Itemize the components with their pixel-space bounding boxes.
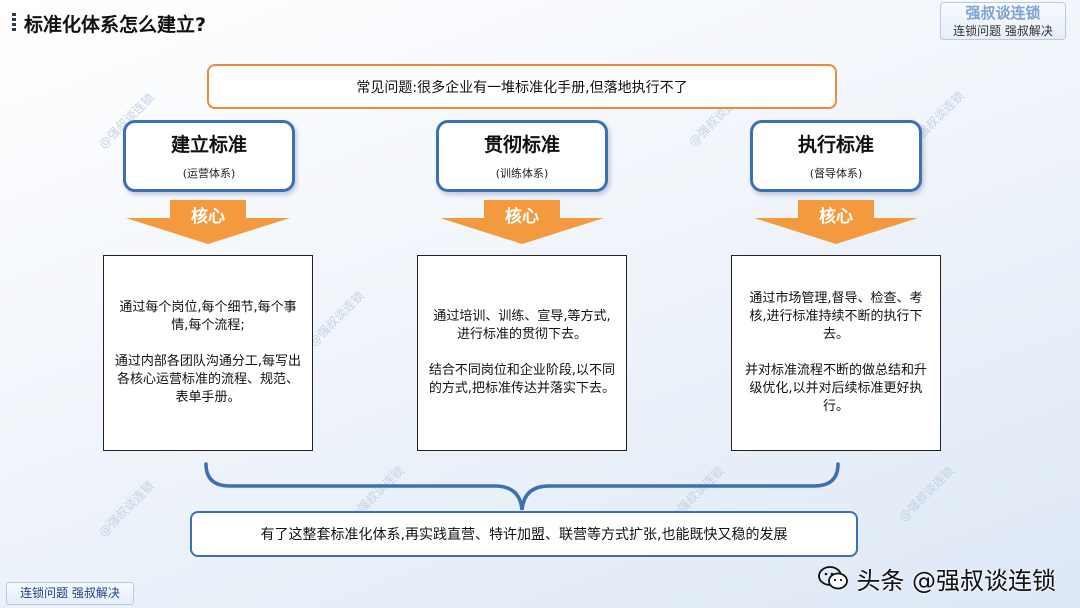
- account-watermark: 头条 @强叔谈连锁: [818, 554, 1056, 602]
- watermark-text: @强叔谈连锁: [895, 463, 957, 525]
- brand-badge: 强叔谈连锁 连锁问题 强叔解决: [940, 2, 1066, 40]
- content-paragraph: 通过内部各团队沟通分工,每写出各核心运营标准的流程、规范、表单手册。: [114, 354, 302, 405]
- brace-connector: [204, 462, 840, 511]
- content-paragraph: 通过市场管理,督导、检查、考核,进行标准持续不断的执行下去。: [749, 291, 923, 342]
- content-box-execute: 通过市场管理,督导、检查、考核,进行标准持续不断的执行下去。 并对标准流程不断的…: [731, 255, 941, 451]
- watermark-text: @强叔谈连锁: [95, 478, 157, 540]
- account-text: 头条 @强叔谈连锁: [856, 566, 1056, 595]
- pillar-title: 执行标准: [797, 134, 874, 156]
- content-paragraph: 并对标准流程不断的做总结和升级优化,以并对后续标准更好执行。: [744, 363, 927, 414]
- wechat-icon: [818, 566, 849, 590]
- content-box-establish: 通过每个岗位,每个细节,每个事情,每个流程; 通过内部各团队沟通分工,每写出各核…: [103, 255, 313, 451]
- core-arrow: 核心: [440, 200, 604, 244]
- down-arrow-icon: [440, 200, 604, 244]
- conclusion-box: 有了这整套标准化体系,再实践直营、特许加盟、联营等方式扩张,也能既快又稳的发展: [190, 511, 858, 557]
- pillar-box-establish: 建立标准 (运营体系): [123, 120, 295, 192]
- down-arrow-icon: [126, 200, 290, 244]
- pillar-subtitle: (训练体系): [495, 167, 549, 180]
- pillar-box-execute: 执行标准 (督导体系): [750, 120, 922, 192]
- arrow-label: 核心: [191, 207, 225, 227]
- content-box-implement: 通过培训、训练、宣导,等方式,进行标准的贯彻下去。 结合不同岗位和企业阶段,以不…: [417, 255, 627, 451]
- pillar-box-implement: 贯彻标准 (训练体系): [436, 120, 608, 192]
- bottom-slogan-tag: 连锁问题 强叔解决: [6, 582, 134, 605]
- problem-box: 常见问题:很多企业有一堆标准化手册,但落地执行不了: [207, 64, 837, 109]
- content-paragraph: 结合不同岗位和企业阶段,以不同的方式,把标准传达并落实下去。: [428, 363, 616, 396]
- page-title-bar: 标准化体系怎么建立?: [12, 8, 206, 38]
- page-title: 标准化体系怎么建立?: [24, 13, 207, 36]
- content-paragraph: 通过培训、训练、宣导,等方式,进行标准的贯彻下去。: [433, 309, 611, 342]
- pillar-title: 贯彻标准: [483, 134, 560, 156]
- core-arrow: 核心: [754, 200, 918, 244]
- down-arrow-icon: [754, 200, 918, 244]
- pillar-title: 建立标准: [170, 134, 247, 156]
- brand-name: 强叔谈连锁: [965, 4, 1041, 22]
- arrow-label: 核心: [819, 207, 853, 227]
- brand-slogan: 连锁问题 强叔解决: [953, 24, 1053, 38]
- arrow-label: 核心: [505, 207, 539, 227]
- title-marker: [12, 13, 16, 33]
- watermark-text: @强叔谈连锁: [305, 288, 367, 350]
- pillar-subtitle: (督导体系): [809, 167, 863, 180]
- pillar-subtitle: (运营体系): [182, 167, 236, 180]
- content-paragraph: 通过每个岗位,每个细节,每个事情,每个流程;: [119, 300, 297, 333]
- core-arrow: 核心: [126, 200, 290, 244]
